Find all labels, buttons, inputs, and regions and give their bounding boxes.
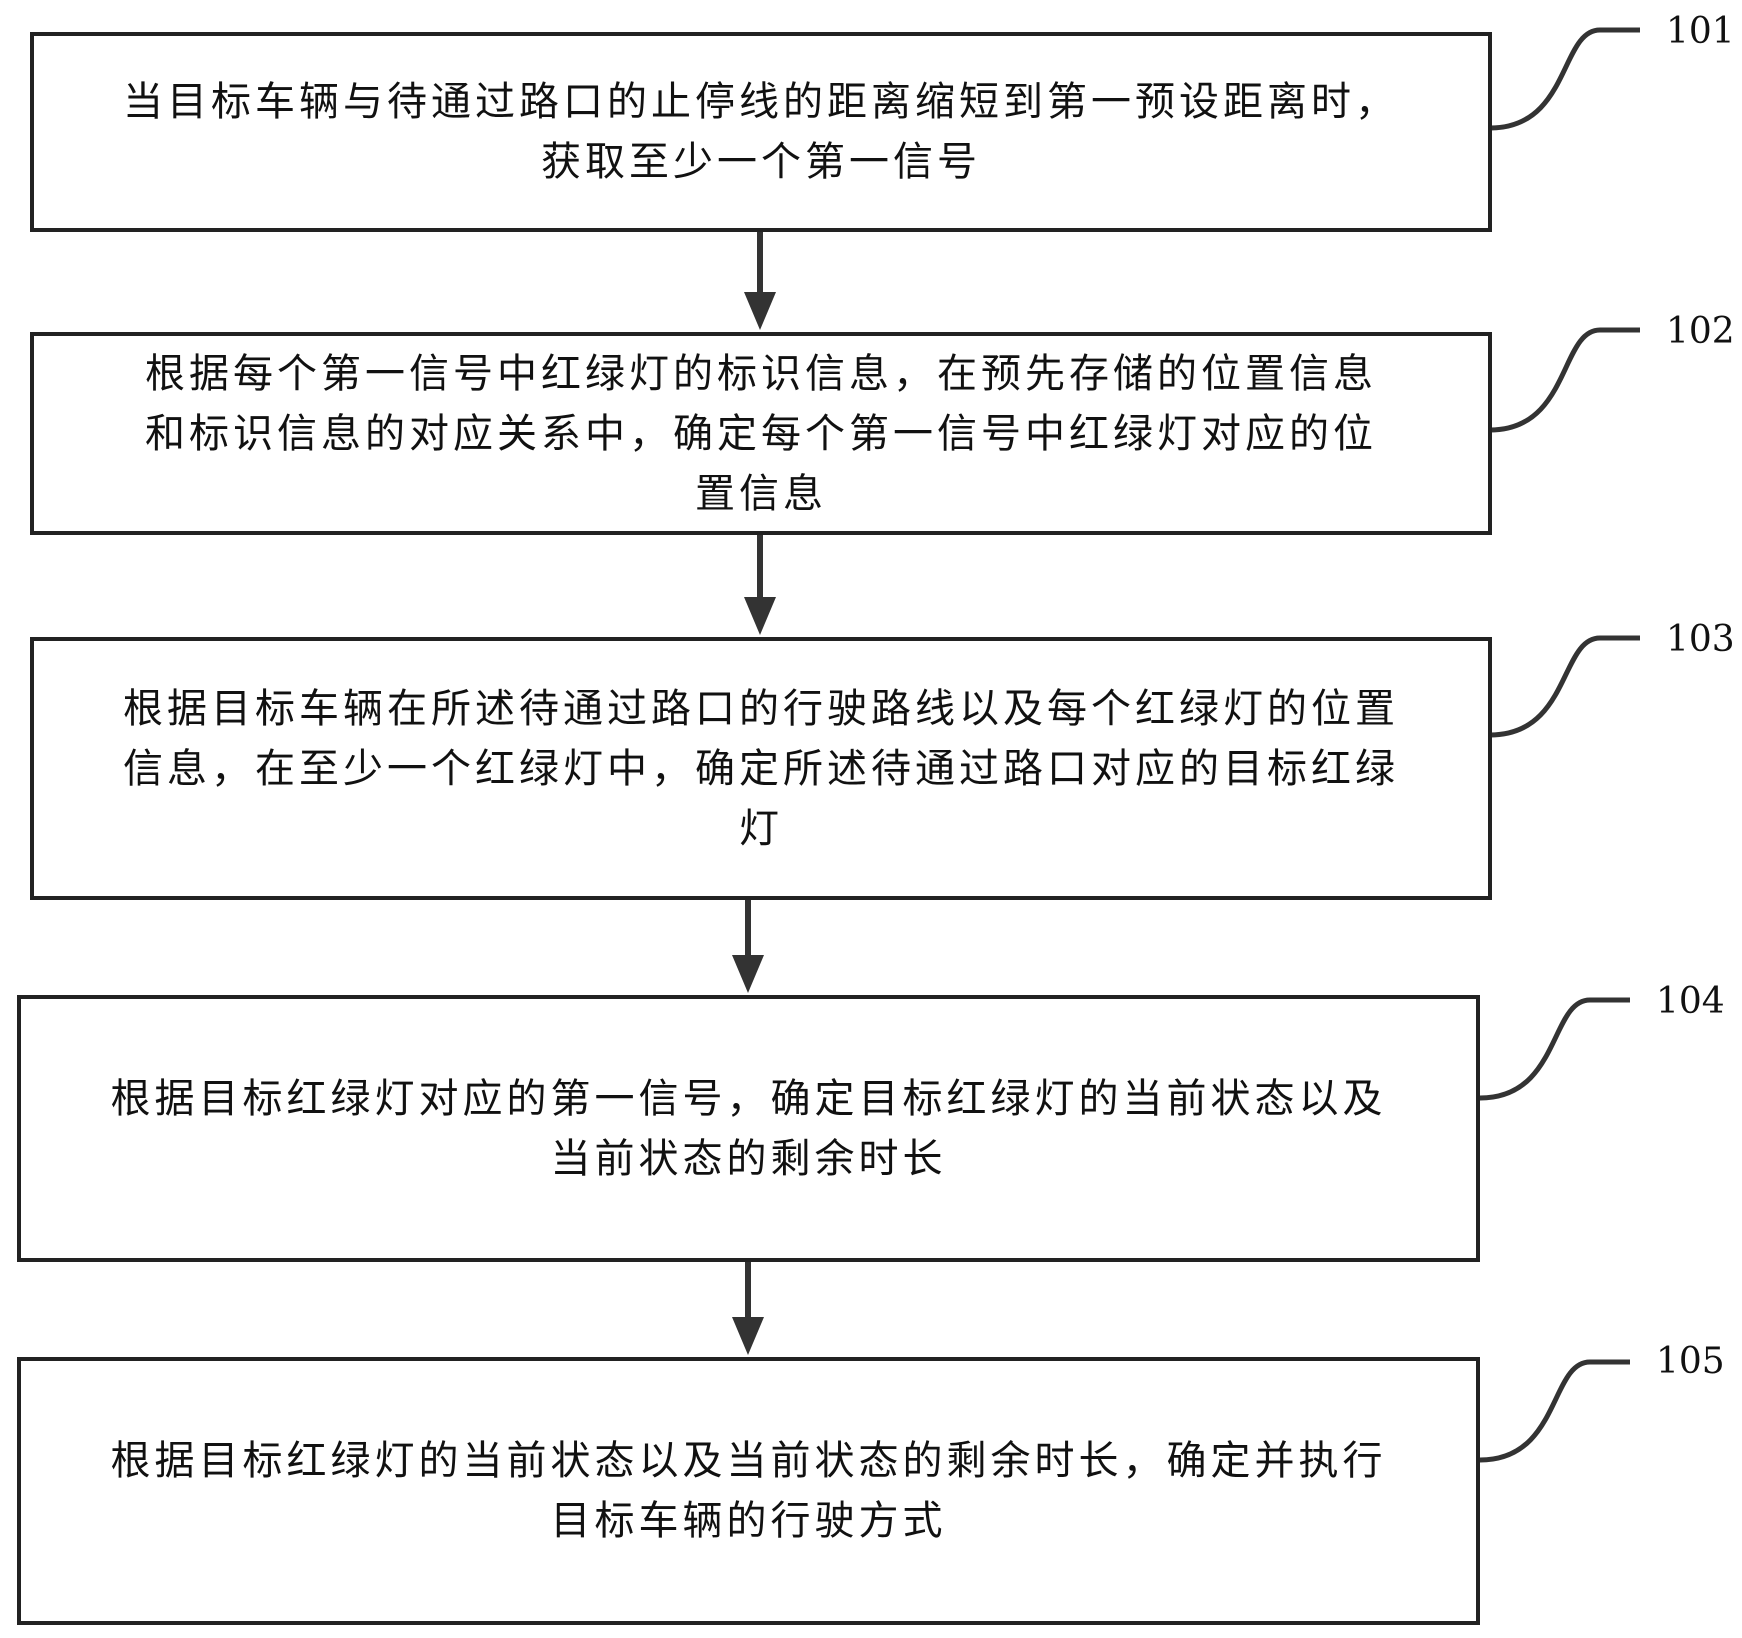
step-box-104: 根据目标红绿灯对应的第一信号，确定目标红绿灯的当前状态以及 当前状态的剩余时长 bbox=[17, 995, 1480, 1262]
step-box-105: 根据目标红绿灯的当前状态以及当前状态的剩余时长，确定并执行 目标车辆的行驶方式 bbox=[17, 1357, 1480, 1625]
step-box-101: 当目标车辆与待通过路口的止停线的距离缩短到第一预设距离时， 获取至少一个第一信号 bbox=[30, 32, 1492, 232]
step-number-101: 101 bbox=[1666, 11, 1735, 52]
step-text-105: 根据目标红绿灯的当前状态以及当前状态的剩余时长，确定并执行 目标车辆的行驶方式 bbox=[110, 1438, 1387, 1544]
arrowhead-102-103 bbox=[744, 597, 776, 635]
step-number-105: 105 bbox=[1656, 1341, 1725, 1382]
step-number-103: 103 bbox=[1666, 619, 1735, 660]
step-text-104: 根据目标红绿灯对应的第一信号，确定目标红绿灯的当前状态以及 当前状态的剩余时长 bbox=[110, 1075, 1387, 1182]
arrowhead-104-105 bbox=[732, 1317, 764, 1355]
step-text-101: 当目标车辆与待通过路口的止停线的距离缩短到第一预设距离时， 获取至少一个第一信号 bbox=[123, 79, 1399, 185]
leader-101 bbox=[1489, 27, 1640, 131]
step-text-103: 根据目标车辆在所述待通过路口的行驶路线以及每个红绿灯的位置 信息，在至少一个红绿… bbox=[123, 685, 1399, 852]
leader-105 bbox=[1479, 1359, 1630, 1463]
leader-104 bbox=[1479, 997, 1630, 1101]
leader-102 bbox=[1489, 327, 1640, 433]
step-box-103: 根据目标车辆在所述待通过路口的行驶路线以及每个红绿灯的位置 信息，在至少一个红绿… bbox=[30, 637, 1492, 900]
step-text-102: 根据每个第一信号中红绿灯的标识信息，在预先存储的位置信息 和标识信息的对应关系中… bbox=[145, 350, 1377, 517]
step-number-104: 104 bbox=[1656, 981, 1725, 1022]
leader-103 bbox=[1489, 635, 1640, 738]
arrowhead-103-104 bbox=[732, 955, 764, 993]
step-box-102: 根据每个第一信号中红绿灯的标识信息，在预先存储的位置信息 和标识信息的对应关系中… bbox=[30, 332, 1492, 535]
step-number-102: 102 bbox=[1666, 311, 1735, 352]
arrowhead-101-102 bbox=[744, 292, 776, 330]
